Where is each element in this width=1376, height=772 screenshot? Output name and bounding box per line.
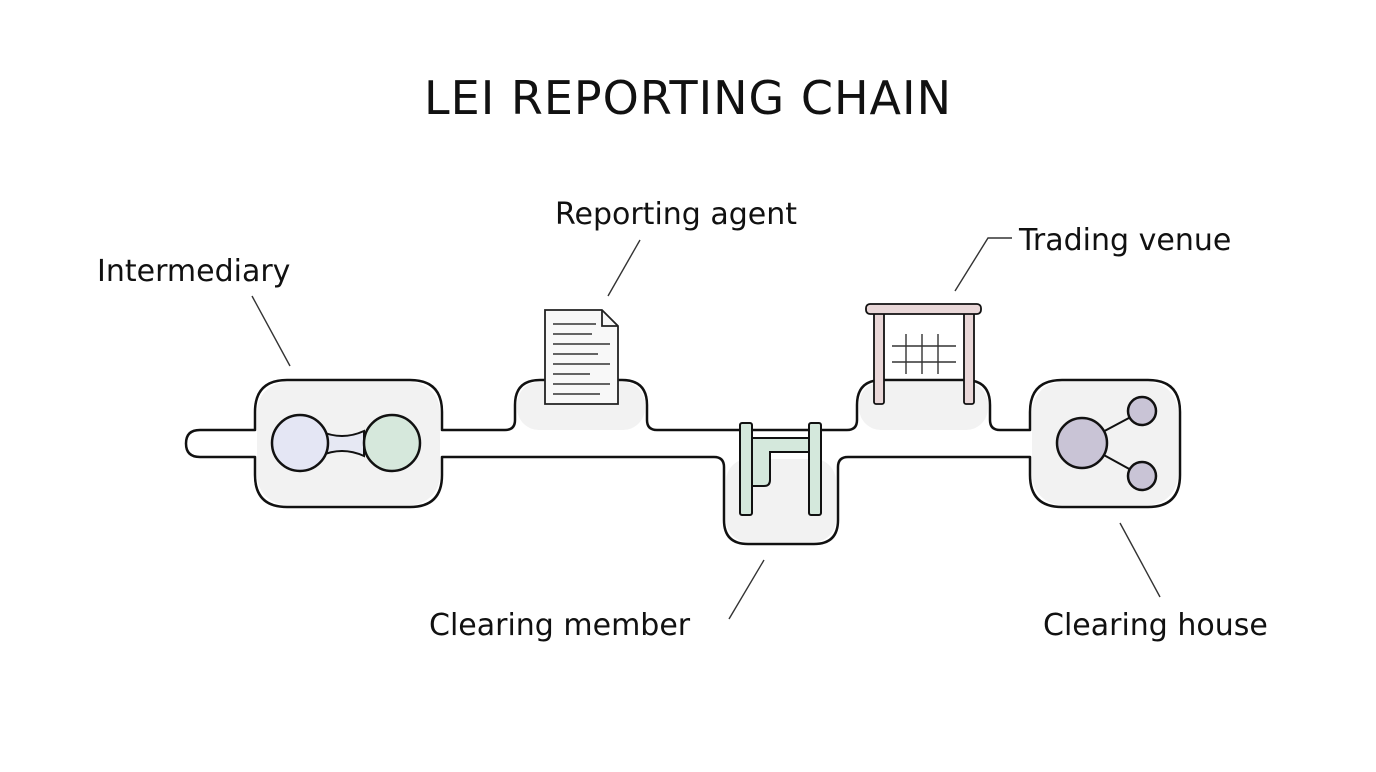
leader-clearing-member <box>728 559 765 620</box>
bracket-frame-icon <box>739 422 822 516</box>
label-clearing-member: Clearing member <box>429 608 691 643</box>
pipeline-outline <box>184 378 1182 546</box>
linked-circles-icon <box>270 413 422 473</box>
leader-intermediary <box>251 295 291 367</box>
leader-lines <box>251 237 1161 620</box>
label-trading-venue: Trading venue <box>1018 223 1231 258</box>
label-reporting-agent: Reporting agent <box>555 197 797 232</box>
leader-clearing-house <box>1119 522 1161 598</box>
label-clearing-house: Clearing house <box>1043 608 1268 643</box>
diagram-title: LEI REPORTING CHAIN <box>424 71 952 125</box>
label-intermediary: Intermediary <box>97 254 290 289</box>
table-grid-icon <box>865 303 982 405</box>
document-icon <box>544 309 619 405</box>
leader-trading-venue <box>954 237 1012 292</box>
leader-reporting-agent <box>607 239 641 297</box>
network-nodes-icon <box>1055 395 1158 492</box>
